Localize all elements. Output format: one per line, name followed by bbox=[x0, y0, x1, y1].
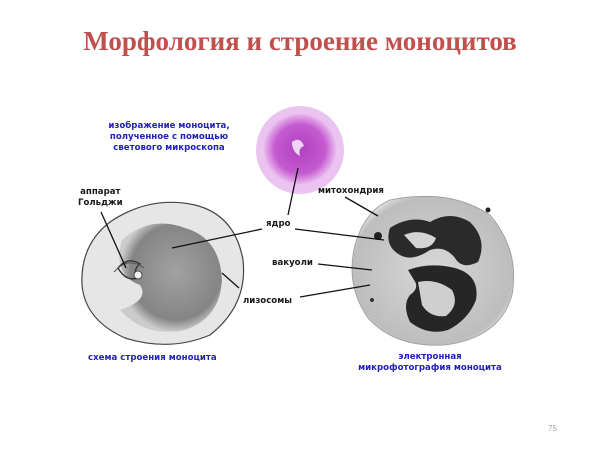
light-microscope-monocyte-image bbox=[256, 106, 344, 194]
label-line: Гольджи bbox=[78, 198, 123, 208]
scheme-caption: схема строения моноцита bbox=[88, 353, 217, 363]
caption-line: полученное с помощью bbox=[109, 132, 229, 142]
light-microscope-caption: изображение моноцита, полученное с помощ… bbox=[104, 121, 234, 154]
page-number: 75 bbox=[548, 424, 557, 433]
mitochondria-label: митохондрия bbox=[318, 186, 384, 196]
label-line: аппарат bbox=[80, 187, 121, 197]
caption-line: электронная bbox=[398, 352, 462, 362]
golgi-label: аппарат Гольджи bbox=[78, 187, 123, 209]
caption-line: микрофотография моноцита bbox=[358, 363, 502, 373]
lysosomes-label: лизосомы bbox=[243, 296, 293, 306]
schematic-monocyte-image bbox=[81, 201, 245, 345]
electron-caption: электронная микрофотография моноцита bbox=[345, 352, 515, 374]
vacuoles-label: вакуоли bbox=[272, 258, 313, 268]
nucleus-label: ядро bbox=[266, 219, 291, 229]
electron-micrograph-monocyte-image bbox=[351, 195, 515, 346]
pointer-lines bbox=[100, 167, 385, 298]
slide-title: Морфология и строение моноцитов bbox=[83, 26, 517, 56]
caption-line: светового микроскопа bbox=[113, 143, 225, 153]
caption-line: изображение моноцита, bbox=[108, 121, 230, 131]
